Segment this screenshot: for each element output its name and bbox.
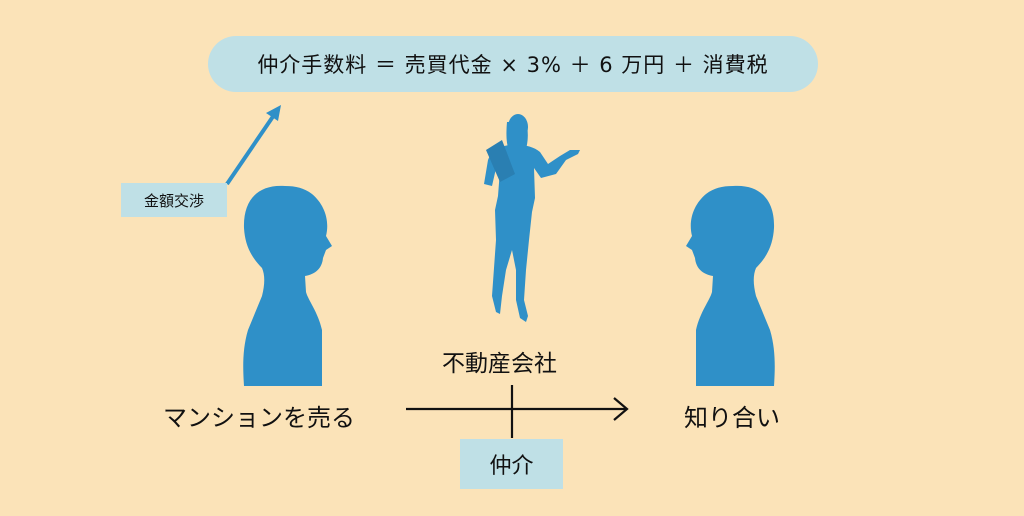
negotiation-tag: 金額交渉 (121, 183, 227, 217)
broker-box: 仲介 (460, 439, 563, 489)
fee-formula-text: 仲介手数料 ＝ 売買代金 × 3% ＋ 6 万円 ＋ 消費税 (257, 53, 769, 77)
negotiation-arrow (225, 105, 281, 186)
relation-arrow (406, 397, 629, 421)
company-label: 不動産会社 (442, 351, 557, 377)
agent-silhouette (484, 114, 580, 322)
acquaintance-label: 知り合い (684, 404, 780, 432)
negotiation-tag-label: 金額交渉 (143, 191, 204, 210)
seller-silhouette (243, 185, 332, 386)
acquaintance-silhouette (686, 185, 775, 386)
broker-label: 仲介 (489, 454, 534, 479)
seller-label: マンションを売る (163, 404, 355, 432)
fee-formula-box: 仲介手数料 ＝ 売買代金 × 3% ＋ 6 万円 ＋ 消費税 (208, 36, 818, 92)
